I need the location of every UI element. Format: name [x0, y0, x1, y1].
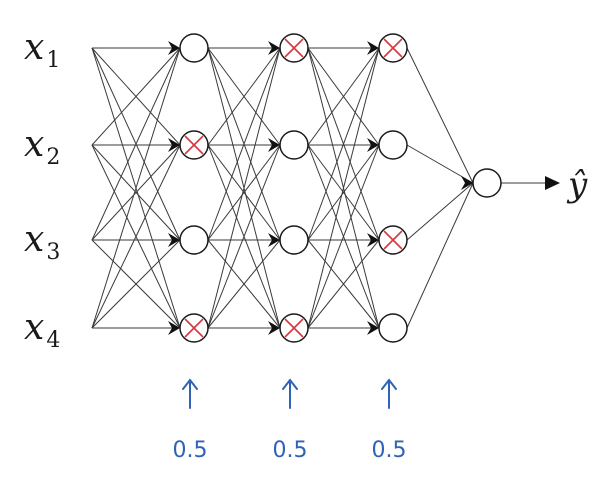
neuron-l3-n4 [378, 313, 408, 343]
dropout-cross-stroke [284, 318, 304, 338]
keep-prob-annotation-l1: 0.5 [173, 378, 208, 463]
input-label-subscript: 2 [46, 145, 60, 170]
arrowhead-l2n1 [268, 41, 280, 55]
arrowhead-output [461, 176, 473, 190]
input-label-x4: x4 [24, 307, 60, 353]
edge-input4-l1n2 [91, 144, 181, 329]
output-arrowhead [545, 176, 560, 190]
neuron-l2-n2 [279, 130, 309, 160]
dropout-cross-stroke [383, 38, 403, 58]
dropout-cross-l2-n1 [284, 38, 304, 58]
edge-input2-l1n1 [91, 47, 181, 146]
arrowhead-l3n1 [367, 41, 379, 55]
up-arrow-icon [282, 378, 298, 409]
input-label-base: x [24, 27, 44, 68]
arrowhead-l3n2 [367, 138, 379, 152]
output-neuron [472, 168, 502, 198]
dropout-cross-l1-n4 [184, 318, 204, 338]
edge-input4-l1n3 [91, 239, 181, 329]
output-label-yhat: ŷ [566, 165, 588, 205]
arrowhead-l2n3 [268, 233, 280, 247]
keep-prob-value: 0.5 [173, 438, 208, 463]
edge-l2n4-l3n3 [307, 239, 380, 329]
neuron-l1-n1 [179, 33, 209, 63]
keep-prob-value: 0.5 [273, 438, 308, 463]
edge-l2n3-l3n1 [307, 47, 380, 241]
edge-l1n4-l2n3 [207, 239, 281, 329]
edge-l1n4-l2n1 [207, 47, 281, 329]
nodes-group [179, 33, 502, 343]
edge-l3n3-output [406, 182, 474, 241]
input-label-base: x [24, 307, 44, 348]
input-label-subscript: 4 [46, 328, 60, 353]
edge-l2n2-l3n1 [307, 47, 380, 146]
edge-input3-l1n1 [91, 47, 181, 241]
dropout-cross-stroke [184, 135, 204, 155]
edge-l3n4-output [406, 182, 474, 329]
arrowhead-l3n4 [367, 321, 379, 335]
dropout-cross-stroke [383, 230, 403, 250]
edge-l2n3-l3n2 [307, 144, 380, 241]
keep-prob-value: 0.5 [372, 438, 407, 463]
input-label-subscript: 3 [46, 240, 60, 265]
edge-l3n1-output [406, 47, 474, 184]
edges-group [91, 47, 548, 329]
dropout-cross-l3-n1 [383, 38, 403, 58]
edge-input4-l1n1 [91, 47, 181, 329]
dropout-cross-stroke [184, 318, 204, 338]
input-label-x3: x3 [24, 219, 60, 265]
up-arrow-icon [381, 378, 397, 409]
keep-prob-annotation-l3: 0.5 [372, 378, 407, 463]
arrowhead-l3n3 [367, 233, 379, 247]
arrowhead-l2n2 [268, 138, 280, 152]
arrowhead-l1n3 [168, 233, 180, 247]
edge-l1n2-l2n1 [207, 47, 281, 146]
arrowhead-l1n4 [168, 321, 180, 335]
arrowheads-group [168, 41, 560, 335]
edge-l1n3-l2n1 [207, 47, 281, 241]
dropout-cross-l2-n4 [284, 318, 304, 338]
arrowhead-l2n4 [268, 321, 280, 335]
input-label-x1: x1 [24, 27, 60, 73]
neuron-l2-n3 [279, 225, 309, 255]
neuron-l3-n2 [378, 130, 408, 160]
edge-l2n4-l3n1 [307, 47, 380, 329]
input-label-base: x [24, 219, 44, 260]
neuron-l1-n3 [179, 225, 209, 255]
edge-l1n3-l2n2 [207, 144, 281, 241]
edge-l2n4-l3n2 [307, 144, 380, 329]
keep-prob-annotation-l2: 0.5 [273, 378, 308, 463]
input-label-subscript: 1 [46, 48, 60, 73]
input-label-base: x [24, 124, 44, 165]
edge-l1n4-l2n2 [207, 144, 281, 329]
input-label-x2: x2 [24, 124, 60, 170]
up-arrow-icon [182, 378, 198, 409]
arrowhead-l1n2 [168, 138, 180, 152]
dropout-cross-l3-n3 [383, 230, 403, 250]
dropout-cross-l1-n2 [184, 135, 204, 155]
dropout-cross-stroke [284, 38, 304, 58]
arrowhead-l1n1 [168, 41, 180, 55]
edge-input3-l1n2 [91, 144, 181, 241]
